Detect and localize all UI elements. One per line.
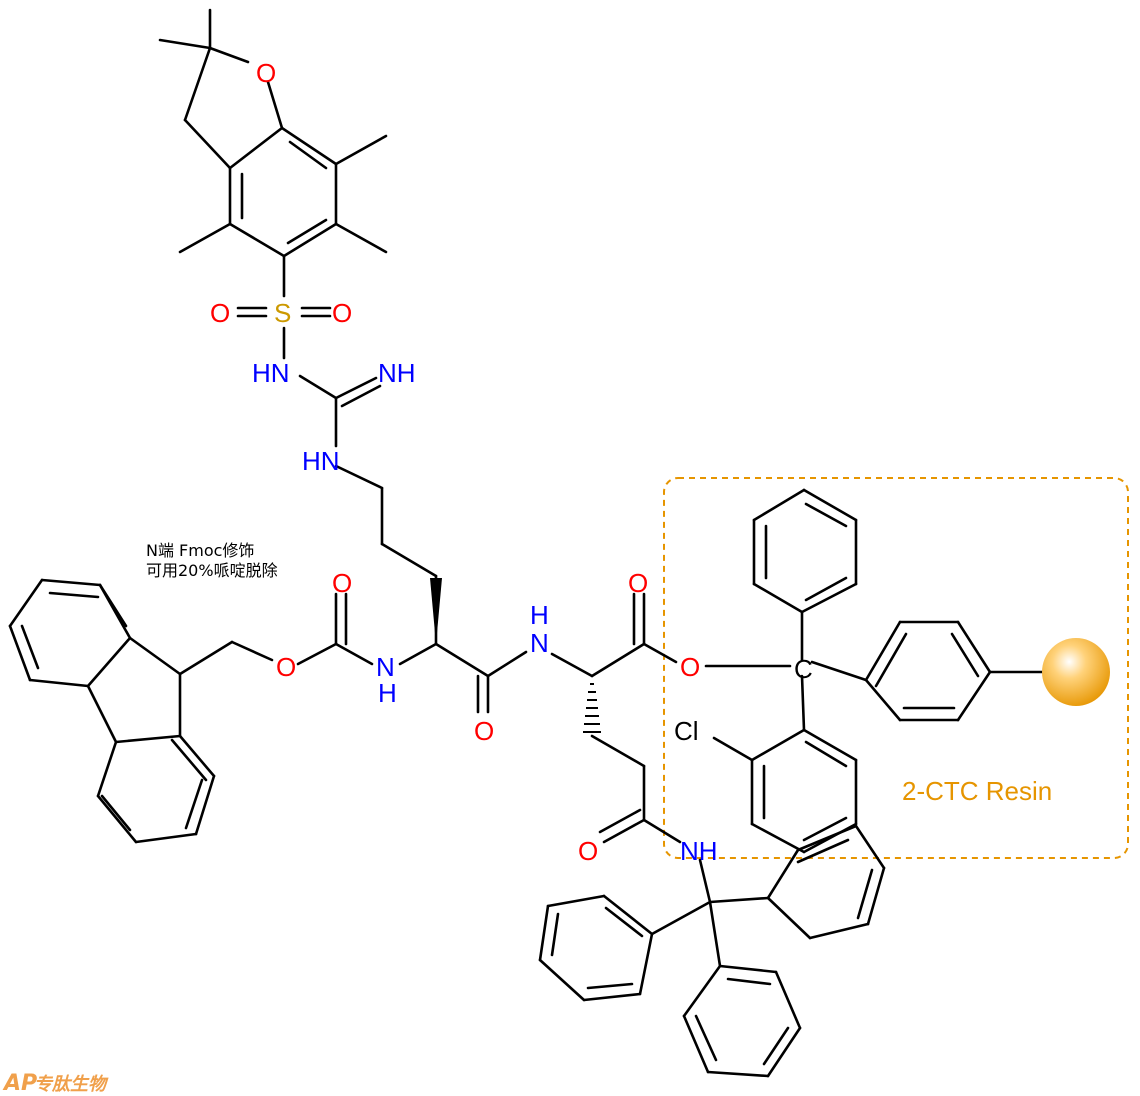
atom-labels: O S O O HN NH HN O O N H O H N O O C Cl … xyxy=(210,58,813,866)
atom-o-furan: O xyxy=(256,58,276,88)
atom-o-arg-carbonyl: O xyxy=(474,716,494,746)
arg-alpha-wedge xyxy=(430,578,442,644)
atom-nh-sulfonamide: HN xyxy=(252,358,290,388)
atom-o-sulfonyl-left: O xyxy=(210,298,230,328)
atom-h-gln-amide: H xyxy=(530,600,549,630)
atom-nh-guanidine: HN xyxy=(302,446,340,476)
watermark-logo-cn: 专肽生物 xyxy=(34,1074,109,1095)
atom-o-carbamate-ester: O xyxy=(276,652,296,682)
fmoc-note-line1: N端 Fmoc修饰 xyxy=(146,541,254,560)
atom-s-sulfonyl: S xyxy=(274,298,291,328)
atom-o-sulfonyl-right: O xyxy=(332,298,352,328)
bonds xyxy=(8,8,1046,1078)
resin-highlight-box xyxy=(663,477,1129,859)
resin-bead-icon xyxy=(1042,638,1110,706)
atom-o-side-amide: O xyxy=(578,836,598,866)
atom-h-arg-amide: H xyxy=(378,678,397,708)
atom-nh-imine: NH xyxy=(378,358,416,388)
atom-c-trityl: C xyxy=(794,654,813,684)
atom-o-gln-carbonyl: O xyxy=(628,568,648,598)
watermark-logo-latin: AP xyxy=(2,1071,37,1096)
resin-label: 2-CTC Resin xyxy=(902,776,1052,806)
atom-o-ester: O xyxy=(680,652,700,682)
gln-alpha-hash xyxy=(583,683,601,733)
atom-n-gln-amide: N xyxy=(530,628,549,658)
atom-cl: Cl xyxy=(674,716,699,746)
atom-o-carbamate-carbonyl: O xyxy=(332,568,352,598)
fmoc-note-line2: 可用20%哌啶脱除 xyxy=(146,561,278,580)
atom-nh-trityl: NH xyxy=(680,836,718,866)
atom-n-arg-amide: N xyxy=(376,652,395,682)
